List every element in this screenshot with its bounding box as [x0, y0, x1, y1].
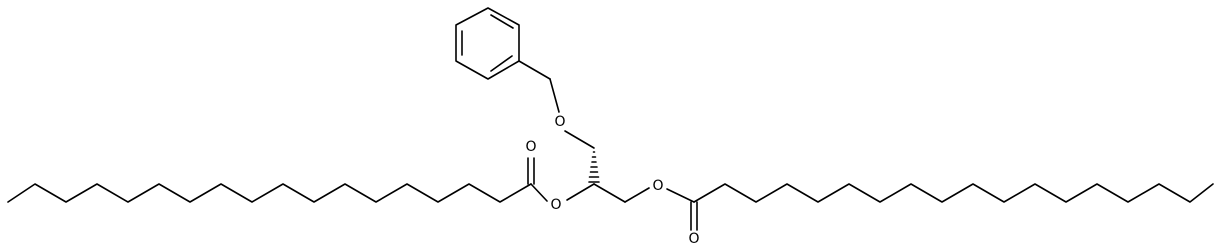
glycerol-backbone: [566, 151, 650, 203]
benzene-ring: [455, 7, 520, 80]
c2-to-ester-oxygen-bond: [566, 183, 595, 201]
left-ester-oxygen-atom: O: [550, 197, 562, 213]
right-ester-oxygen-label: O: [652, 178, 663, 194]
stereo-hash-wedge: [588, 151, 600, 183]
left-carbonyl-oxygen-atom: O: [525, 139, 537, 155]
left-ester-group: [527, 157, 548, 202]
right-alkyl-chain: [693, 183, 1214, 203]
right-carbonyl-oxygen-atom: O: [688, 231, 700, 247]
benzyl-ether-linkage: [518, 60, 595, 149]
benzene-inner-bond-2: [490, 55, 513, 72]
right-ester-group: [666, 188, 698, 231]
left-carbonyl-oxygen-label: O: [525, 139, 536, 155]
right-ester-oxygen-atom: O: [652, 178, 664, 194]
ester-oxygen-to-carbonyl-bond: [666, 188, 695, 203]
oxygen-to-ch2-bond: [564, 130, 595, 149]
ring-to-benzyl-ch2-bond: [518, 60, 551, 80]
right-carbonyl-oxygen-label: O: [688, 231, 699, 247]
benzene-ring-outline: [455, 7, 520, 80]
benzene-inner-bond-1: [490, 14, 514, 29]
ether-oxygen-label: O: [554, 114, 565, 130]
c2-to-c3-bond: [593, 183, 626, 203]
left-ester-oxygen-label: O: [550, 197, 561, 213]
ester-oxygen-to-carbonyl-bond: [530, 183, 548, 202]
benzyl-ch2-to-oxygen-bond: [549, 78, 560, 113]
left-alkyl-chain: [7, 183, 532, 203]
c3-to-ester-oxygen-bond: [624, 187, 650, 203]
ether-oxygen-atom: O: [554, 114, 566, 130]
